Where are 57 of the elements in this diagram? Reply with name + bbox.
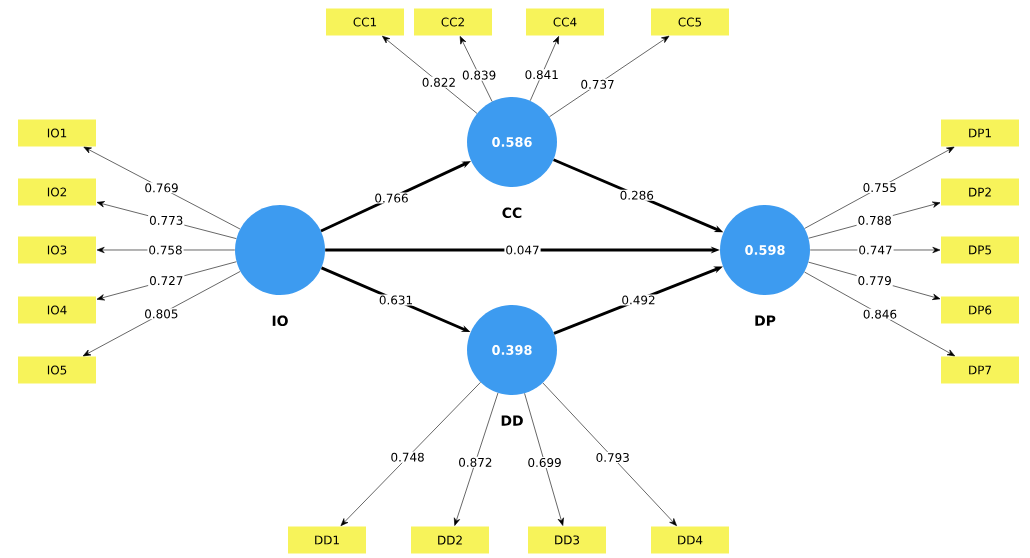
indicator-box: CC5 [651, 8, 729, 36]
indicator-box: IO5 [18, 356, 96, 384]
indicator-box: IO2 [18, 178, 96, 206]
edge-label: 0.839 [462, 70, 496, 80]
indicator-box: IO3 [18, 236, 96, 264]
edge-label: 0.286 [620, 190, 654, 200]
indicator-box: CC1 [326, 8, 404, 36]
arrow [549, 35, 670, 118]
edge-label: 0.631 [379, 295, 412, 305]
edge-label: 0.788 [858, 215, 891, 225]
edge-label: 0.769 [145, 183, 178, 193]
edge-label: 0.822 [422, 77, 455, 87]
edge-label: 0.779 [858, 276, 891, 286]
edge-label: 0.737 [581, 79, 614, 89]
arrow [340, 382, 481, 526]
edge-label: 0.805 [145, 309, 178, 319]
arrow [83, 146, 241, 230]
indicator-box: DD4 [651, 526, 729, 554]
edge-label: 0.773 [149, 215, 183, 225]
edge-label: 0.758 [149, 245, 182, 255]
indicator-box: CC2 [414, 8, 492, 36]
arrow [529, 36, 559, 101]
indicator-box: CC4 [526, 8, 604, 36]
arrow [804, 146, 955, 229]
indicator-box: DP2 [941, 178, 1019, 206]
edge-label: 0.755 [863, 183, 896, 193]
construct-label: IO [272, 315, 288, 327]
indicator-box: DP6 [941, 296, 1019, 324]
edge-label: 0.699 [528, 458, 561, 468]
arrow [382, 35, 478, 114]
arrow [454, 392, 499, 526]
edge-label: 0.793 [596, 453, 629, 462]
edge-label: 0.846 [863, 309, 897, 319]
indicator-box: DP7 [941, 356, 1019, 384]
edge-label: 0.748 [391, 452, 424, 462]
edge-label: 0.727 [149, 276, 183, 286]
edge-label: 0.747 [859, 245, 892, 255]
arrow [542, 382, 677, 526]
arrow [459, 36, 493, 102]
edge-label: 0.492 [622, 295, 655, 305]
indicator-box: DD2 [411, 526, 489, 554]
edge-label: 0.047 [506, 245, 539, 255]
edge-label: 0.841 [525, 70, 558, 80]
indicator-box: IO4 [18, 296, 96, 324]
indicator-box: DD3 [528, 526, 606, 554]
edge-label: 0.766 [375, 193, 408, 203]
construct-label: DD [501, 415, 523, 426]
indicator-box: DP1 [941, 119, 1019, 147]
indicator-box: IO1 [18, 119, 96, 147]
construct-label: DP [755, 315, 776, 326]
indicator-box: DP5 [941, 236, 1019, 264]
indicator-box: DD1 [288, 526, 366, 554]
construct-label: CC [502, 207, 522, 219]
edge-label: 0.872 [459, 457, 492, 467]
arrow [524, 393, 564, 526]
arrow [804, 271, 956, 357]
arrow [82, 271, 241, 357]
